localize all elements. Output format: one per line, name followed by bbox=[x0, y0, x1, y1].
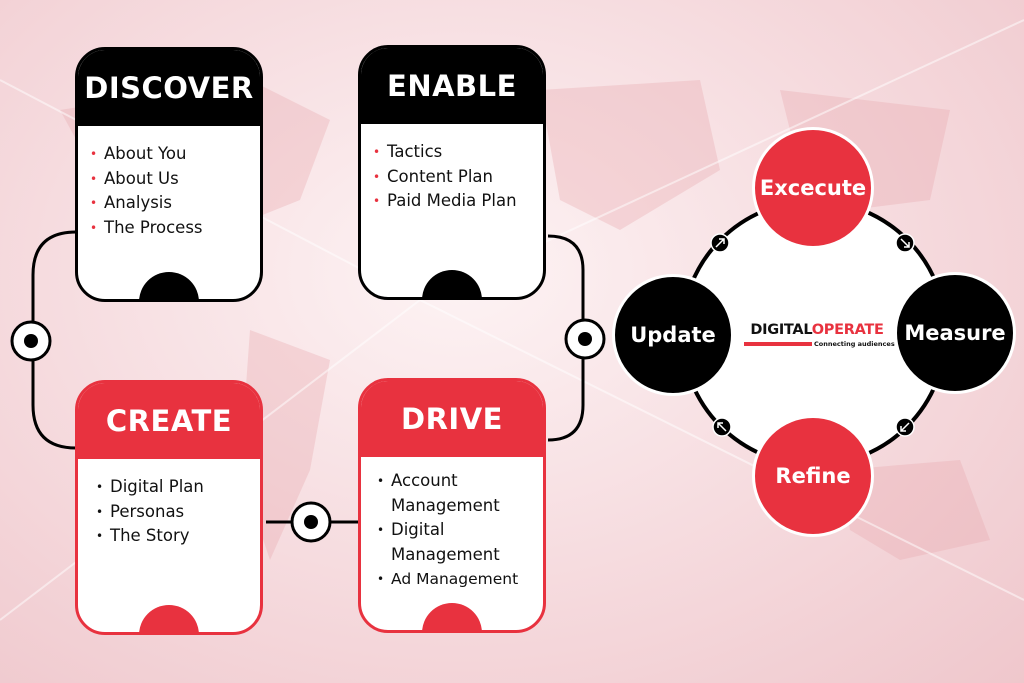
arrow-icon bbox=[712, 417, 732, 437]
connector-node bbox=[290, 501, 332, 543]
card-tab bbox=[139, 605, 199, 632]
create-card: CREATE •Digital Plan •Personas •The Stor… bbox=[75, 380, 263, 635]
step-refine: Refine bbox=[752, 415, 874, 537]
list-item: •Content Plan bbox=[373, 166, 493, 186]
arrow-icon bbox=[895, 417, 915, 437]
arrow-icon bbox=[710, 233, 730, 253]
list-item: •Digital Plan bbox=[96, 477, 204, 496]
card-tab bbox=[422, 603, 482, 630]
step-update: Update bbox=[612, 274, 734, 396]
connector-node bbox=[10, 320, 52, 362]
card-title: ENABLE bbox=[361, 48, 543, 124]
step-measure: Measure bbox=[894, 272, 1016, 394]
list-item: •Analysis bbox=[90, 193, 172, 212]
card-tab bbox=[422, 270, 482, 297]
drive-card: DRIVE •Account Management •Digital Manag… bbox=[358, 378, 546, 633]
list-item: •Personas bbox=[96, 501, 185, 521]
card-title: DRIVE bbox=[361, 381, 543, 457]
connector-node bbox=[564, 318, 606, 360]
arrow-icon bbox=[895, 233, 915, 253]
list-item: •Paid Media Plan bbox=[373, 191, 517, 210]
list-item: •Account Management bbox=[377, 471, 500, 515]
card-title: DISCOVER bbox=[78, 50, 260, 126]
card-title: CREATE bbox=[78, 383, 260, 459]
step-execute: Excecute bbox=[752, 127, 874, 249]
list-item: •The Process bbox=[90, 217, 203, 237]
list-item: •About You bbox=[90, 144, 187, 163]
list-item: •Tactics bbox=[373, 142, 443, 161]
list-item: •Digital Management bbox=[377, 520, 500, 564]
list-item: •About Us bbox=[90, 168, 179, 188]
digitaloperate-logo: DIGITALOPERATE Connecting audiences bbox=[742, 322, 895, 348]
enable-card: ENABLE •Tactics •Content Plan •Paid Medi… bbox=[358, 45, 546, 300]
list-item: •Ad Management bbox=[377, 570, 519, 588]
card-tab bbox=[139, 272, 199, 299]
discover-card: DISCOVER •About You •About Us •Analysis … bbox=[75, 47, 263, 302]
list-item: •The Story bbox=[96, 526, 190, 545]
